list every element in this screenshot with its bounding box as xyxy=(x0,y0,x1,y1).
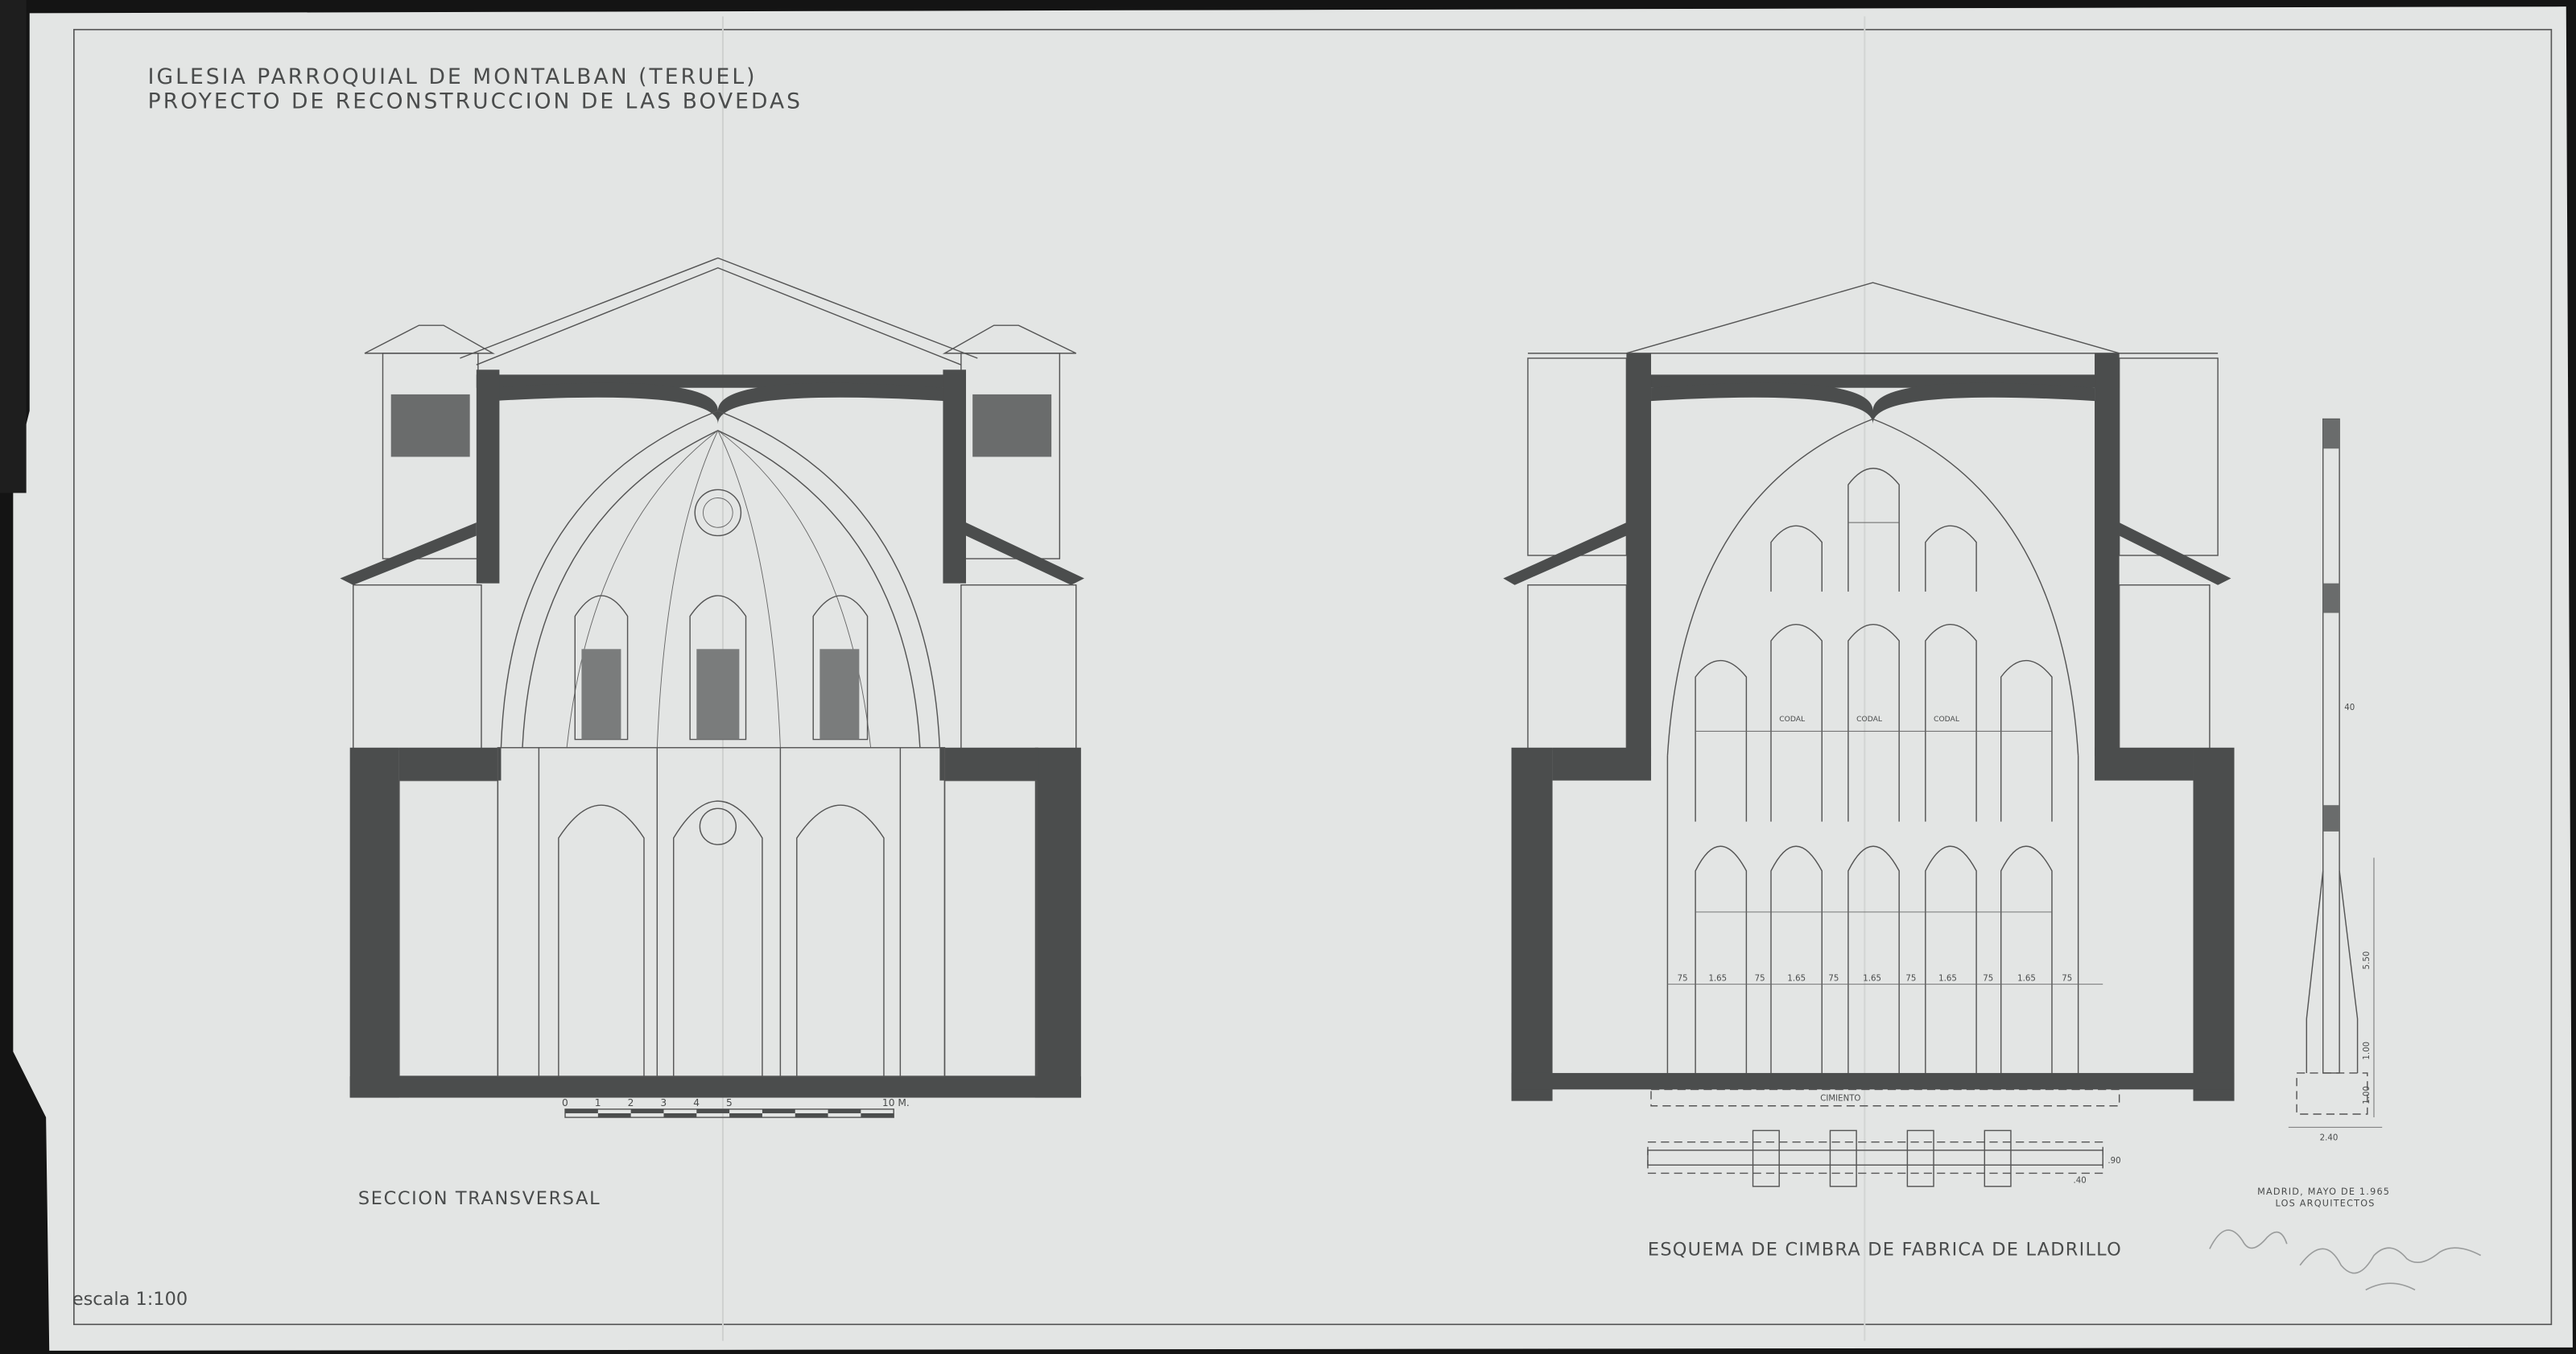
dimension-label: 75 xyxy=(1983,975,1993,984)
pillar-dimension: 1.00 xyxy=(2363,1042,2372,1060)
left-section-caption: SECCION TRANSVERSAL xyxy=(358,1188,601,1209)
transverse-section-drawing xyxy=(340,257,1084,1098)
dimension-label: 1.65 xyxy=(2017,975,2036,984)
pillar-dimension: 2.40 xyxy=(2320,1134,2339,1143)
title-line-1: IGLESIA PARROQUIAL DE MONTALBAN (TERUEL) xyxy=(148,64,758,89)
pillar-dimension: 1.00 xyxy=(2363,1086,2372,1104)
title-line-2: PROYECTO DE RECONSTRUCCION DE LAS BOVEDA… xyxy=(148,89,803,114)
dimension-label: 1.65 xyxy=(1787,975,1806,984)
drawing-frame xyxy=(73,28,2553,1326)
scale-tick: 10 M. xyxy=(882,1097,910,1108)
dimension-label: 75 xyxy=(1755,975,1765,984)
signatures xyxy=(2209,1229,2482,1291)
dimension-label: 75 xyxy=(1678,975,1688,984)
pillar-detail: 40 5.50 1.00 1.00 2.40 xyxy=(2288,418,2383,1143)
scale-tick: 0 xyxy=(562,1097,568,1108)
centering-arches xyxy=(1695,468,2053,1073)
scale-tick: 3 xyxy=(660,1097,667,1108)
foundation-plan xyxy=(1647,1129,2103,1187)
authors-label: LOS ARQUITECTOS xyxy=(2276,1198,2376,1208)
plan-dimension: .90 xyxy=(2107,1157,2120,1166)
scale-tick: 1 xyxy=(595,1097,601,1108)
scale-note: escala 1:100 xyxy=(72,1289,188,1310)
right-section-caption: ESQUEMA DE CIMBRA DE FABRICA DE LADRILLO xyxy=(1648,1240,2122,1261)
pillar-dimension: 5.50 xyxy=(2363,952,2372,970)
dimension-label: 75 xyxy=(1905,975,1916,984)
scale-tick: 4 xyxy=(693,1097,700,1108)
pillar-dimension: 40 xyxy=(2344,704,2355,712)
place-date: MADRID, MAYO DE 1.965 xyxy=(2257,1187,2390,1197)
scale-bar: 0 1 2 3 4 5 10 M. xyxy=(562,1097,910,1118)
codal-label: CODAL xyxy=(1934,715,1960,724)
codal-label: CODAL xyxy=(1856,715,1883,724)
scale-tick: 5 xyxy=(726,1097,733,1108)
dimension-label: 1.65 xyxy=(1708,975,1727,984)
scale-tick: 2 xyxy=(628,1097,634,1108)
codal-label: CODAL xyxy=(1779,715,1806,724)
dimension-label: 1.65 xyxy=(1938,975,1957,984)
centering-scheme-drawing: CODAL CODAL CODAL 75 1.65 75 1.65 75 1.6… xyxy=(1503,282,2235,1187)
dimension-label: 75 xyxy=(2062,975,2072,984)
dimension-label: 75 xyxy=(1828,975,1839,984)
plan-dimension: .40 xyxy=(2074,1177,2087,1186)
foundation-label: CIMIENTO xyxy=(1820,1095,1860,1104)
dimension-label: 1.65 xyxy=(1863,975,1881,984)
lower-arcade xyxy=(497,747,946,1077)
gothic-windows xyxy=(574,595,869,741)
